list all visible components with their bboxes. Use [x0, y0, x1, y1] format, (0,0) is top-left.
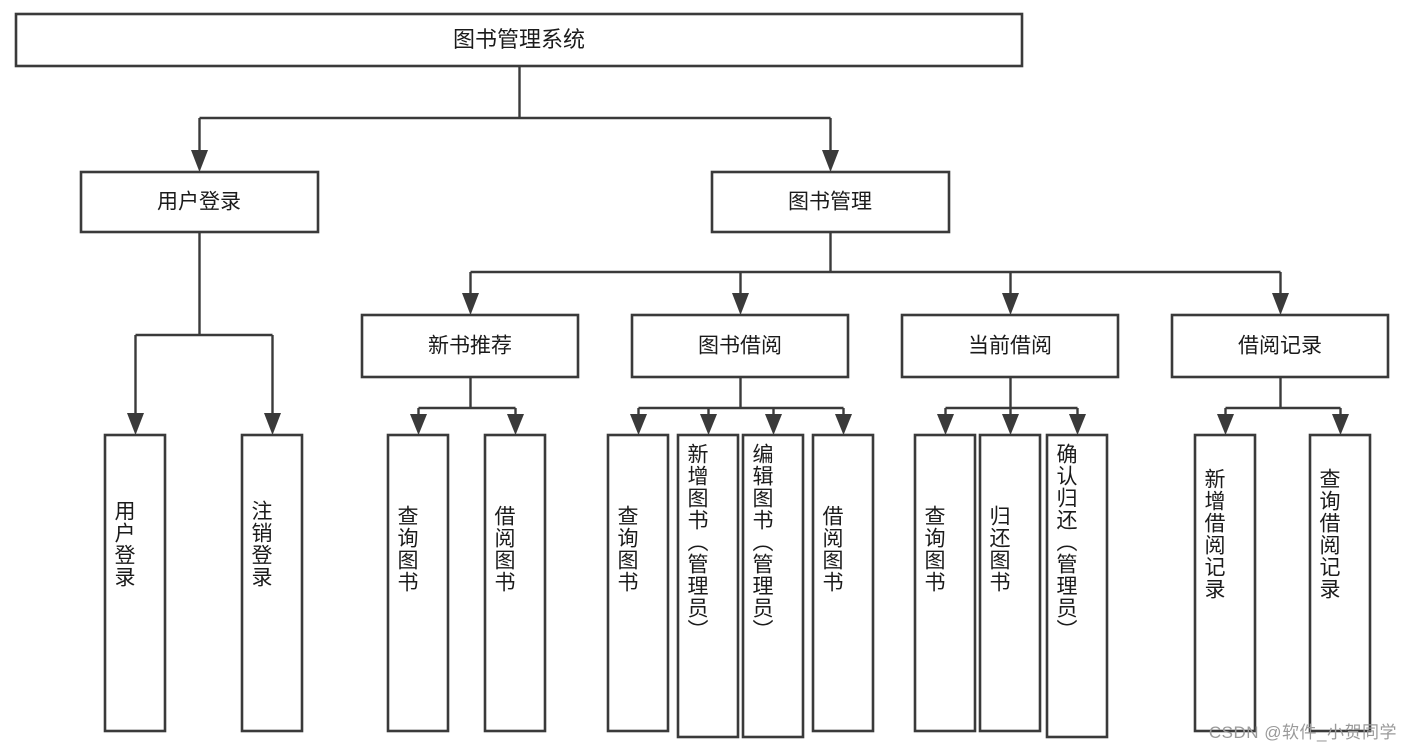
arrow-head-book-mgmt	[822, 150, 839, 172]
node-root-box[interactable]	[14, 12, 1024, 68]
arrow-head-current-borrow	[1002, 293, 1019, 315]
arrow-head-cb-leaf3	[1069, 414, 1086, 435]
leaf-label-nb-query-book: 查询图书	[395, 505, 419, 593]
arrow-head-new-book	[462, 293, 479, 315]
leaf-label-cb-confirm-return-admin: 确认归还（管理员）	[1054, 443, 1078, 641]
arrow-head-borrow-record	[1272, 293, 1289, 315]
node-new-book-recommend-box[interactable]	[360, 313, 580, 379]
node-book-borrow-label: 图书借阅	[698, 335, 782, 358]
arrow-head-leaf-logout	[264, 413, 281, 435]
arrow-head-br-leaf2	[1332, 414, 1349, 435]
node-book-management-label: 图书管理	[788, 191, 872, 214]
leaf-box-cb-query-book[interactable]	[913, 433, 977, 733]
leaf-label-bb-borrow-book: 借阅图书	[820, 505, 844, 593]
node-current-borrow-label: 当前借阅	[968, 335, 1052, 358]
leaf-label-cb-query-book: 查询图书	[922, 505, 946, 593]
arrow-head-bb-leaf4	[835, 414, 852, 435]
node-new-book-recommend-label: 新书推荐	[428, 335, 512, 358]
arrow-head-bb-leaf1	[630, 414, 647, 435]
leaf-box-cb-return-book[interactable]	[978, 433, 1042, 733]
leaf-box-br-add-record[interactable]	[1193, 433, 1257, 733]
arrow-head-nb-leaf1	[410, 414, 427, 435]
leaf-box-bb-borrow-book[interactable]	[811, 433, 875, 733]
leaf-box-user-login[interactable]	[103, 433, 167, 733]
csdn-watermark: CSDN @软件_小贺同学	[1208, 723, 1397, 742]
arrow-head-cb-leaf2	[1002, 414, 1019, 435]
node-user-login-box[interactable]	[79, 170, 320, 234]
node-current-borrow-box[interactable]	[900, 313, 1120, 379]
arrow-head-cb-leaf1	[937, 414, 954, 435]
connector-layer	[127, 66, 1349, 435]
leaf-label-bb-add-book-admin: 新增图书（管理员）	[685, 443, 709, 641]
node-book-borrow[interactable]: 图书借阅	[630, 313, 850, 379]
arrow-head-bb-leaf3	[765, 414, 782, 435]
node-borrow-record-label: 借阅记录	[1238, 335, 1322, 358]
arrow-head-borrow-book	[732, 293, 749, 315]
node-book-borrow-box[interactable]	[630, 313, 850, 379]
leaf-label-br-query-record: 查询借阅记录	[1317, 468, 1341, 600]
node-book-management[interactable]: 图书管理	[710, 170, 951, 234]
leaf-box-cb-confirm-return-admin[interactable]	[1045, 433, 1109, 739]
arrow-head-user-login	[191, 150, 208, 172]
node-user-login-label: 用户登录	[157, 191, 241, 214]
leaf-label-cb-return-book: 归还图书	[987, 505, 1011, 593]
arrow-head-leaf-user-login	[127, 413, 144, 435]
leaf-box-logout-login[interactable]	[240, 433, 304, 733]
node-new-book-recommend[interactable]: 新书推荐	[360, 313, 580, 379]
node-root[interactable]: 图书管理系统	[14, 12, 1024, 68]
arrow-head-br-leaf1	[1217, 414, 1234, 435]
node-borrow-record-box[interactable]	[1170, 313, 1390, 379]
arrow-head-bb-leaf2	[700, 414, 717, 435]
node-current-borrow[interactable]: 当前借阅	[900, 313, 1120, 379]
leaf-box-layer	[103, 433, 1372, 739]
leaf-label-logout-login: 注销登录	[249, 500, 273, 588]
leaf-box-nb-borrow-book[interactable]	[483, 433, 547, 733]
leaf-label-br-add-record: 新增借阅记录	[1202, 468, 1226, 600]
arrow-head-nb-leaf2	[507, 414, 524, 435]
leaf-label-bb-edit-book-admin: 编辑图书（管理员）	[750, 443, 774, 641]
leaf-box-br-query-record[interactable]	[1308, 433, 1372, 733]
node-user-login[interactable]: 用户登录	[79, 170, 320, 234]
leaf-box-bb-query-book[interactable]	[606, 433, 670, 733]
leaf-label-user-login: 用户登录	[112, 500, 136, 588]
leaf-box-nb-query-book[interactable]	[386, 433, 450, 733]
leaf-box-bb-add-book-admin[interactable]	[676, 433, 740, 739]
node-root-label: 图书管理系统	[453, 27, 585, 52]
leaf-box-bb-edit-book-admin[interactable]	[741, 433, 805, 739]
node-borrow-record[interactable]: 借阅记录	[1170, 313, 1390, 379]
node-book-management-box[interactable]	[710, 170, 951, 234]
leaf-label-bb-query-book: 查询图书	[615, 505, 639, 593]
leaf-label-nb-borrow-book: 借阅图书	[492, 505, 516, 593]
